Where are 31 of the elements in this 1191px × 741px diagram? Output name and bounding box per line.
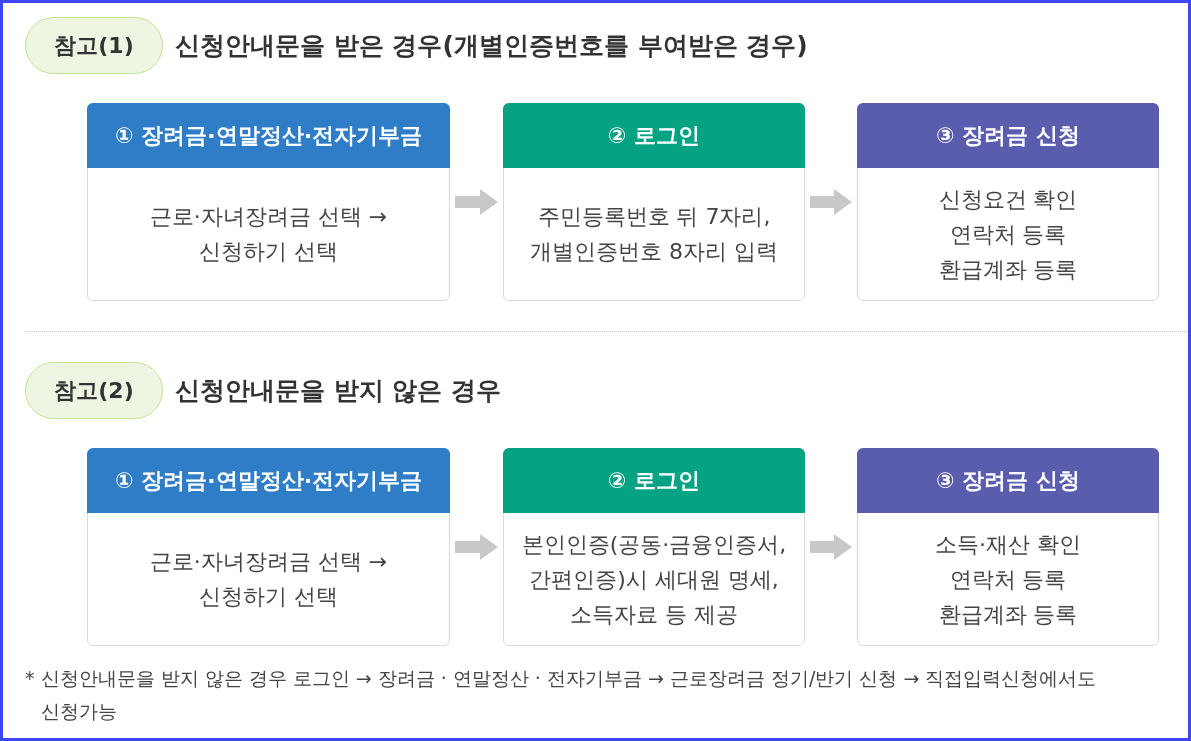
step-header: ③ 장려금 신청 [857, 448, 1159, 513]
step-header: ② 로그인 [503, 103, 805, 168]
step-header: ③ 장려금 신청 [857, 103, 1159, 168]
step-card [503, 103, 805, 301]
step-text: 근로·자녀장려금 선택 → 신청하기 선택 [148, 548, 389, 611]
step-text: 소득·재산 확인 [935, 530, 1081, 559]
tag-pill: 참고(1) [25, 17, 163, 74]
step-card [87, 448, 450, 646]
step-text: 연락처 등록 [949, 565, 1067, 594]
arrow [810, 189, 852, 215]
step-card [857, 103, 1159, 301]
step-card [857, 448, 1159, 646]
step-text: 본인인증(공동·금융인증서, 간편인증)시 세대원 명세, 소득자료 등 제공 [520, 530, 788, 629]
arrow [455, 534, 498, 560]
tag-pill: 참고(2) [25, 362, 163, 419]
section-heading: 신청안내문을 받지 않은 경우 [175, 374, 502, 407]
step-text: 신청요건 확인 [938, 185, 1078, 214]
arrow [455, 189, 498, 215]
section-heading: 신청안내문을 받은 경우(개별인증번호를 부여받은 경우) [175, 29, 808, 62]
step-card [503, 448, 805, 646]
step-text: 주민등록번호 뒤 7자리, 개별인증번호 8자리 입력 [529, 203, 779, 266]
arrow [810, 534, 852, 560]
step-text: 환급계좌 등록 [938, 600, 1078, 629]
step-header: ① 장려금·연말정산·전자기부금 [87, 448, 450, 513]
step-card [87, 103, 450, 301]
step-header: ① 장려금·연말정산·전자기부금 [87, 103, 450, 168]
step-text: 근로·자녀장려금 선택 → 신청하기 선택 [148, 203, 389, 266]
step-text: 연락처 등록 [949, 220, 1067, 249]
step-header: ② 로그인 [503, 448, 805, 513]
step-text: 환급계좌 등록 [938, 255, 1078, 284]
footnote: * 신청안내문을 받지 않은 경우 로그인 → 장려금 · 연말정산 · 전자기부금 → 근로장려금 정기/반기 신청 → 직접입력신청에서도 신청가능 [25, 666, 1098, 724]
